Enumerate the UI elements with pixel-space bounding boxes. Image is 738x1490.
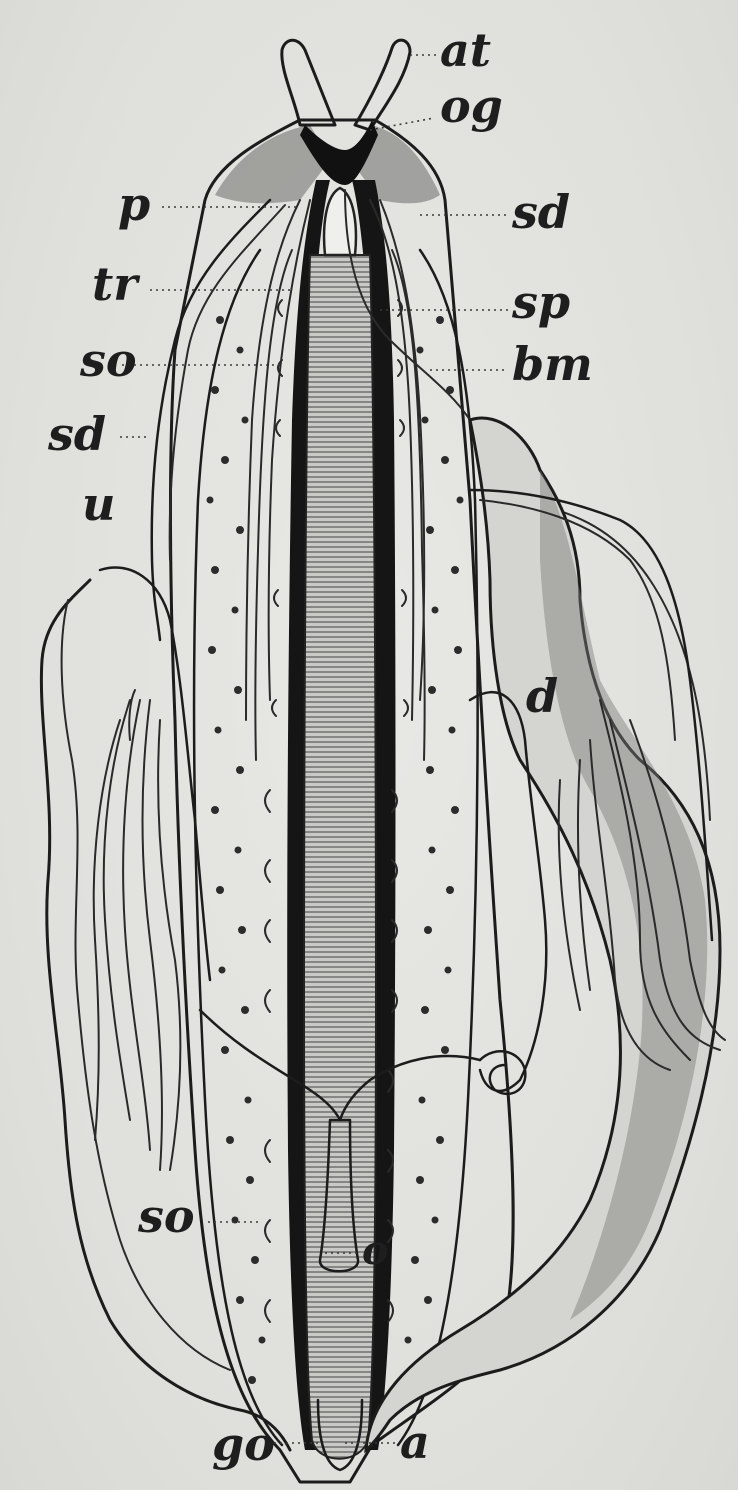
label-a: a [400, 1415, 430, 1469]
follicle-dots-right [405, 316, 464, 1384]
label-go: go [212, 1417, 275, 1471]
label-so-lower: so [137, 1189, 195, 1243]
label-sp: sp [511, 275, 570, 329]
label-bm: bm [512, 337, 593, 391]
inner-line-right [392, 250, 425, 760]
tentacle-left [282, 40, 335, 125]
tubules-left [94, 690, 181, 1170]
median-gut [304, 255, 376, 1459]
oviduct-knot [480, 1051, 525, 1094]
label-tr: tr [92, 257, 141, 311]
label-at: at [440, 23, 491, 77]
sperm-duct-left-inner [170, 205, 285, 560]
label-p: p [118, 177, 150, 231]
label-d: d [526, 669, 558, 723]
tentacle-right [355, 40, 410, 130]
label-o: o [362, 1227, 389, 1274]
label-u: u [82, 477, 115, 531]
label-so-upper: so [79, 333, 137, 387]
label-og: og [440, 79, 503, 133]
pharynx-bulb [324, 188, 356, 255]
label-sd-right: sd [511, 185, 570, 239]
label-sd-left: sd [47, 407, 106, 461]
